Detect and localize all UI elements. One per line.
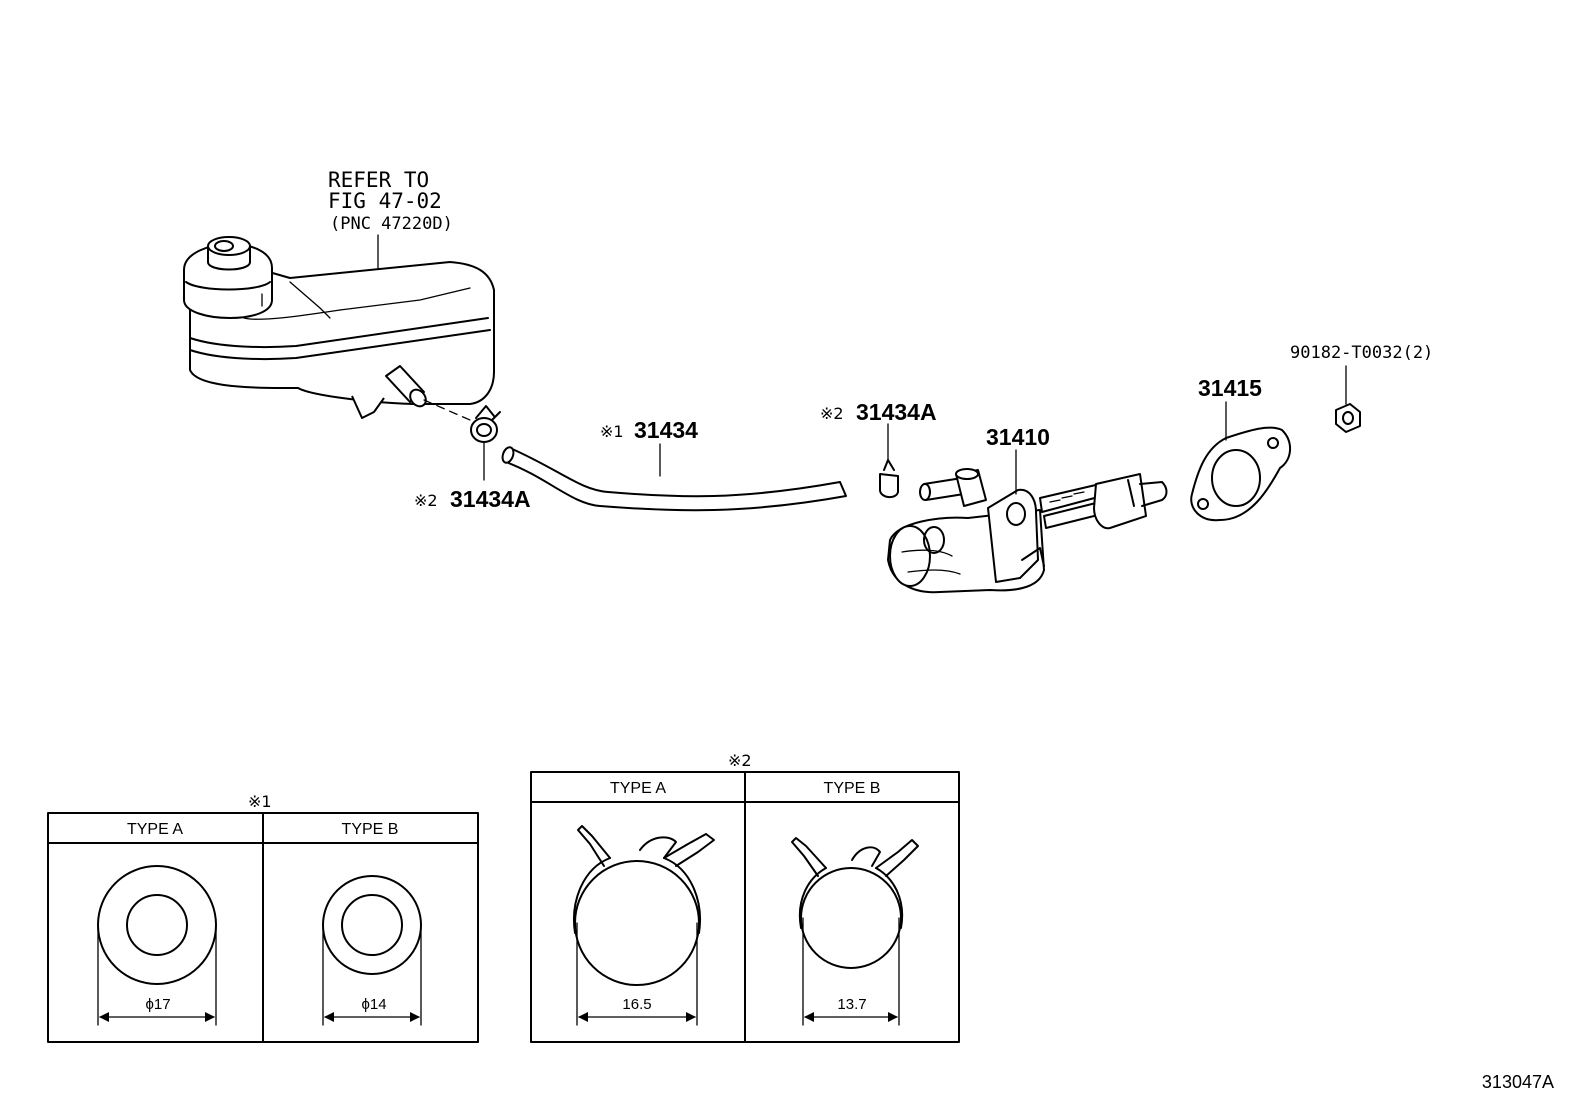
clip-right-mark: ※2 — [820, 404, 844, 423]
nut-part-number: 90182-T0032(2) — [1290, 343, 1433, 363]
reservoir-note-line3: (PNC 47220D) — [330, 214, 453, 234]
reservoir-note: REFER TO FIG 47-02 (PNC 47220D) — [328, 168, 453, 269]
hose-type-table: ※1 TYPE A TYPE B ϕ17 ϕ14 — [47, 792, 479, 1043]
table2-type-a-header: TYPE A — [610, 780, 666, 797]
table1-mark: ※1 — [248, 792, 272, 811]
reservoir-hose — [501, 446, 847, 512]
table2-mark: ※2 — [728, 751, 752, 770]
clip-left-mark: ※2 — [414, 491, 438, 510]
clip-type-b-drawing: 13.7 — [791, 837, 919, 1026]
hose-clip-left — [470, 405, 501, 443]
hose-clip-right — [879, 459, 899, 498]
nut — [1335, 403, 1361, 433]
master-cylinder-part-number: 31410 — [986, 424, 1050, 450]
reservoir-note-line1: REFER TO — [328, 168, 429, 192]
table2-type-a-dimension: 16.5 — [622, 996, 651, 1013]
hose-section-type-b: ϕ14 — [322, 875, 422, 1026]
figure-code: 313047A — [1482, 1072, 1554, 1092]
hose-section-type-a: ϕ17 — [97, 865, 217, 1026]
clip-left-part-number: 31434A — [450, 486, 531, 512]
table2-type-b-header: TYPE B — [824, 780, 881, 797]
reservoir-tank — [183, 236, 495, 421]
reservoir-note-line2: FIG 47-02 — [328, 189, 442, 213]
table2-type-b-dimension: 13.7 — [837, 996, 866, 1013]
gasket-part-number: 31415 — [1198, 375, 1262, 401]
clip-type-table: ※2 TYPE A TYPE B 16.5 — [530, 751, 960, 1043]
table1-type-b-dimension: ϕ14 — [361, 996, 386, 1013]
clip-type-a-drawing: 16.5 — [573, 825, 715, 1026]
table1-type-a-dimension: ϕ17 — [145, 996, 170, 1013]
gasket — [1190, 426, 1291, 522]
clutch-master-cylinder — [887, 468, 1168, 594]
hose-mark: ※1 — [600, 422, 624, 441]
table1-type-a-header: TYPE A — [127, 821, 183, 838]
table1-type-b-header: TYPE B — [342, 821, 399, 838]
clip-right-part-number: 31434A — [856, 399, 937, 425]
hose-part-number: 31434 — [634, 417, 698, 443]
